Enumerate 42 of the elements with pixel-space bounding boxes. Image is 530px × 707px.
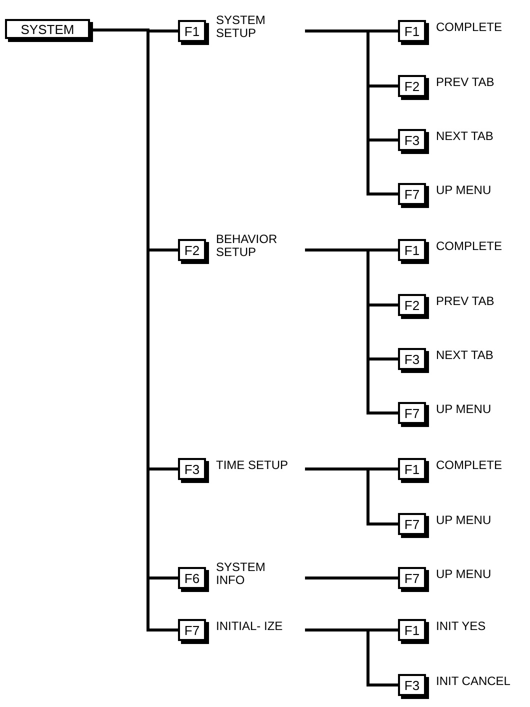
function-key: F1 <box>398 458 426 480</box>
menu-label: COMPLETE <box>436 458 504 472</box>
menu-label: TIME SETUP <box>216 458 290 472</box>
menu-label: BEHAVIOR SETUP <box>216 233 278 259</box>
function-key: F7 <box>398 567 426 589</box>
function-key: F3 <box>398 348 426 370</box>
function-key: F1 <box>398 20 426 42</box>
function-key: F2 <box>398 294 426 316</box>
function-key: F1 <box>398 239 426 261</box>
function-key: F1 <box>178 20 206 42</box>
menu-label: UP MENU <box>436 184 492 196</box>
function-key: F2 <box>178 239 206 261</box>
function-key: F2 <box>398 75 426 97</box>
menu-label: COMPLETE <box>436 240 504 252</box>
menu-label: SYSTEM SETUP <box>216 14 266 40</box>
menu-label: NEXT TAB <box>436 130 494 142</box>
menu-label: PREV TAB <box>436 76 496 88</box>
function-key: F1 <box>398 619 426 641</box>
function-key: F7 <box>398 183 426 205</box>
function-key: F7 <box>178 619 206 641</box>
function-key: F3 <box>398 674 426 696</box>
menu-box: SYSTEM <box>5 19 90 39</box>
connector-line <box>305 248 398 414</box>
menu-label: PREV TAB <box>436 294 496 308</box>
menu-label: INIT YES <box>436 620 487 632</box>
function-key: F6 <box>178 567 206 589</box>
function-key: F7 <box>398 513 426 535</box>
menu-label: INIT CANCEL <box>436 674 512 688</box>
connector-line <box>305 468 398 526</box>
menu-label: UP MENU <box>436 514 492 526</box>
menu-label: INITIAL- IZE <box>216 620 284 632</box>
menu-label: COMPLETE <box>436 20 504 34</box>
menu-label: NEXT TAB <box>436 348 494 362</box>
connector-line <box>305 628 398 686</box>
function-key: F3 <box>178 458 206 480</box>
menu-label: UP MENU <box>436 402 492 416</box>
function-key: F3 <box>398 129 426 151</box>
menu-label: SYSTEM INFO <box>216 561 266 587</box>
function-key: F7 <box>398 402 426 424</box>
connector-line <box>305 30 398 196</box>
connector-line <box>305 576 398 580</box>
menu-label: UP MENU <box>436 568 492 580</box>
